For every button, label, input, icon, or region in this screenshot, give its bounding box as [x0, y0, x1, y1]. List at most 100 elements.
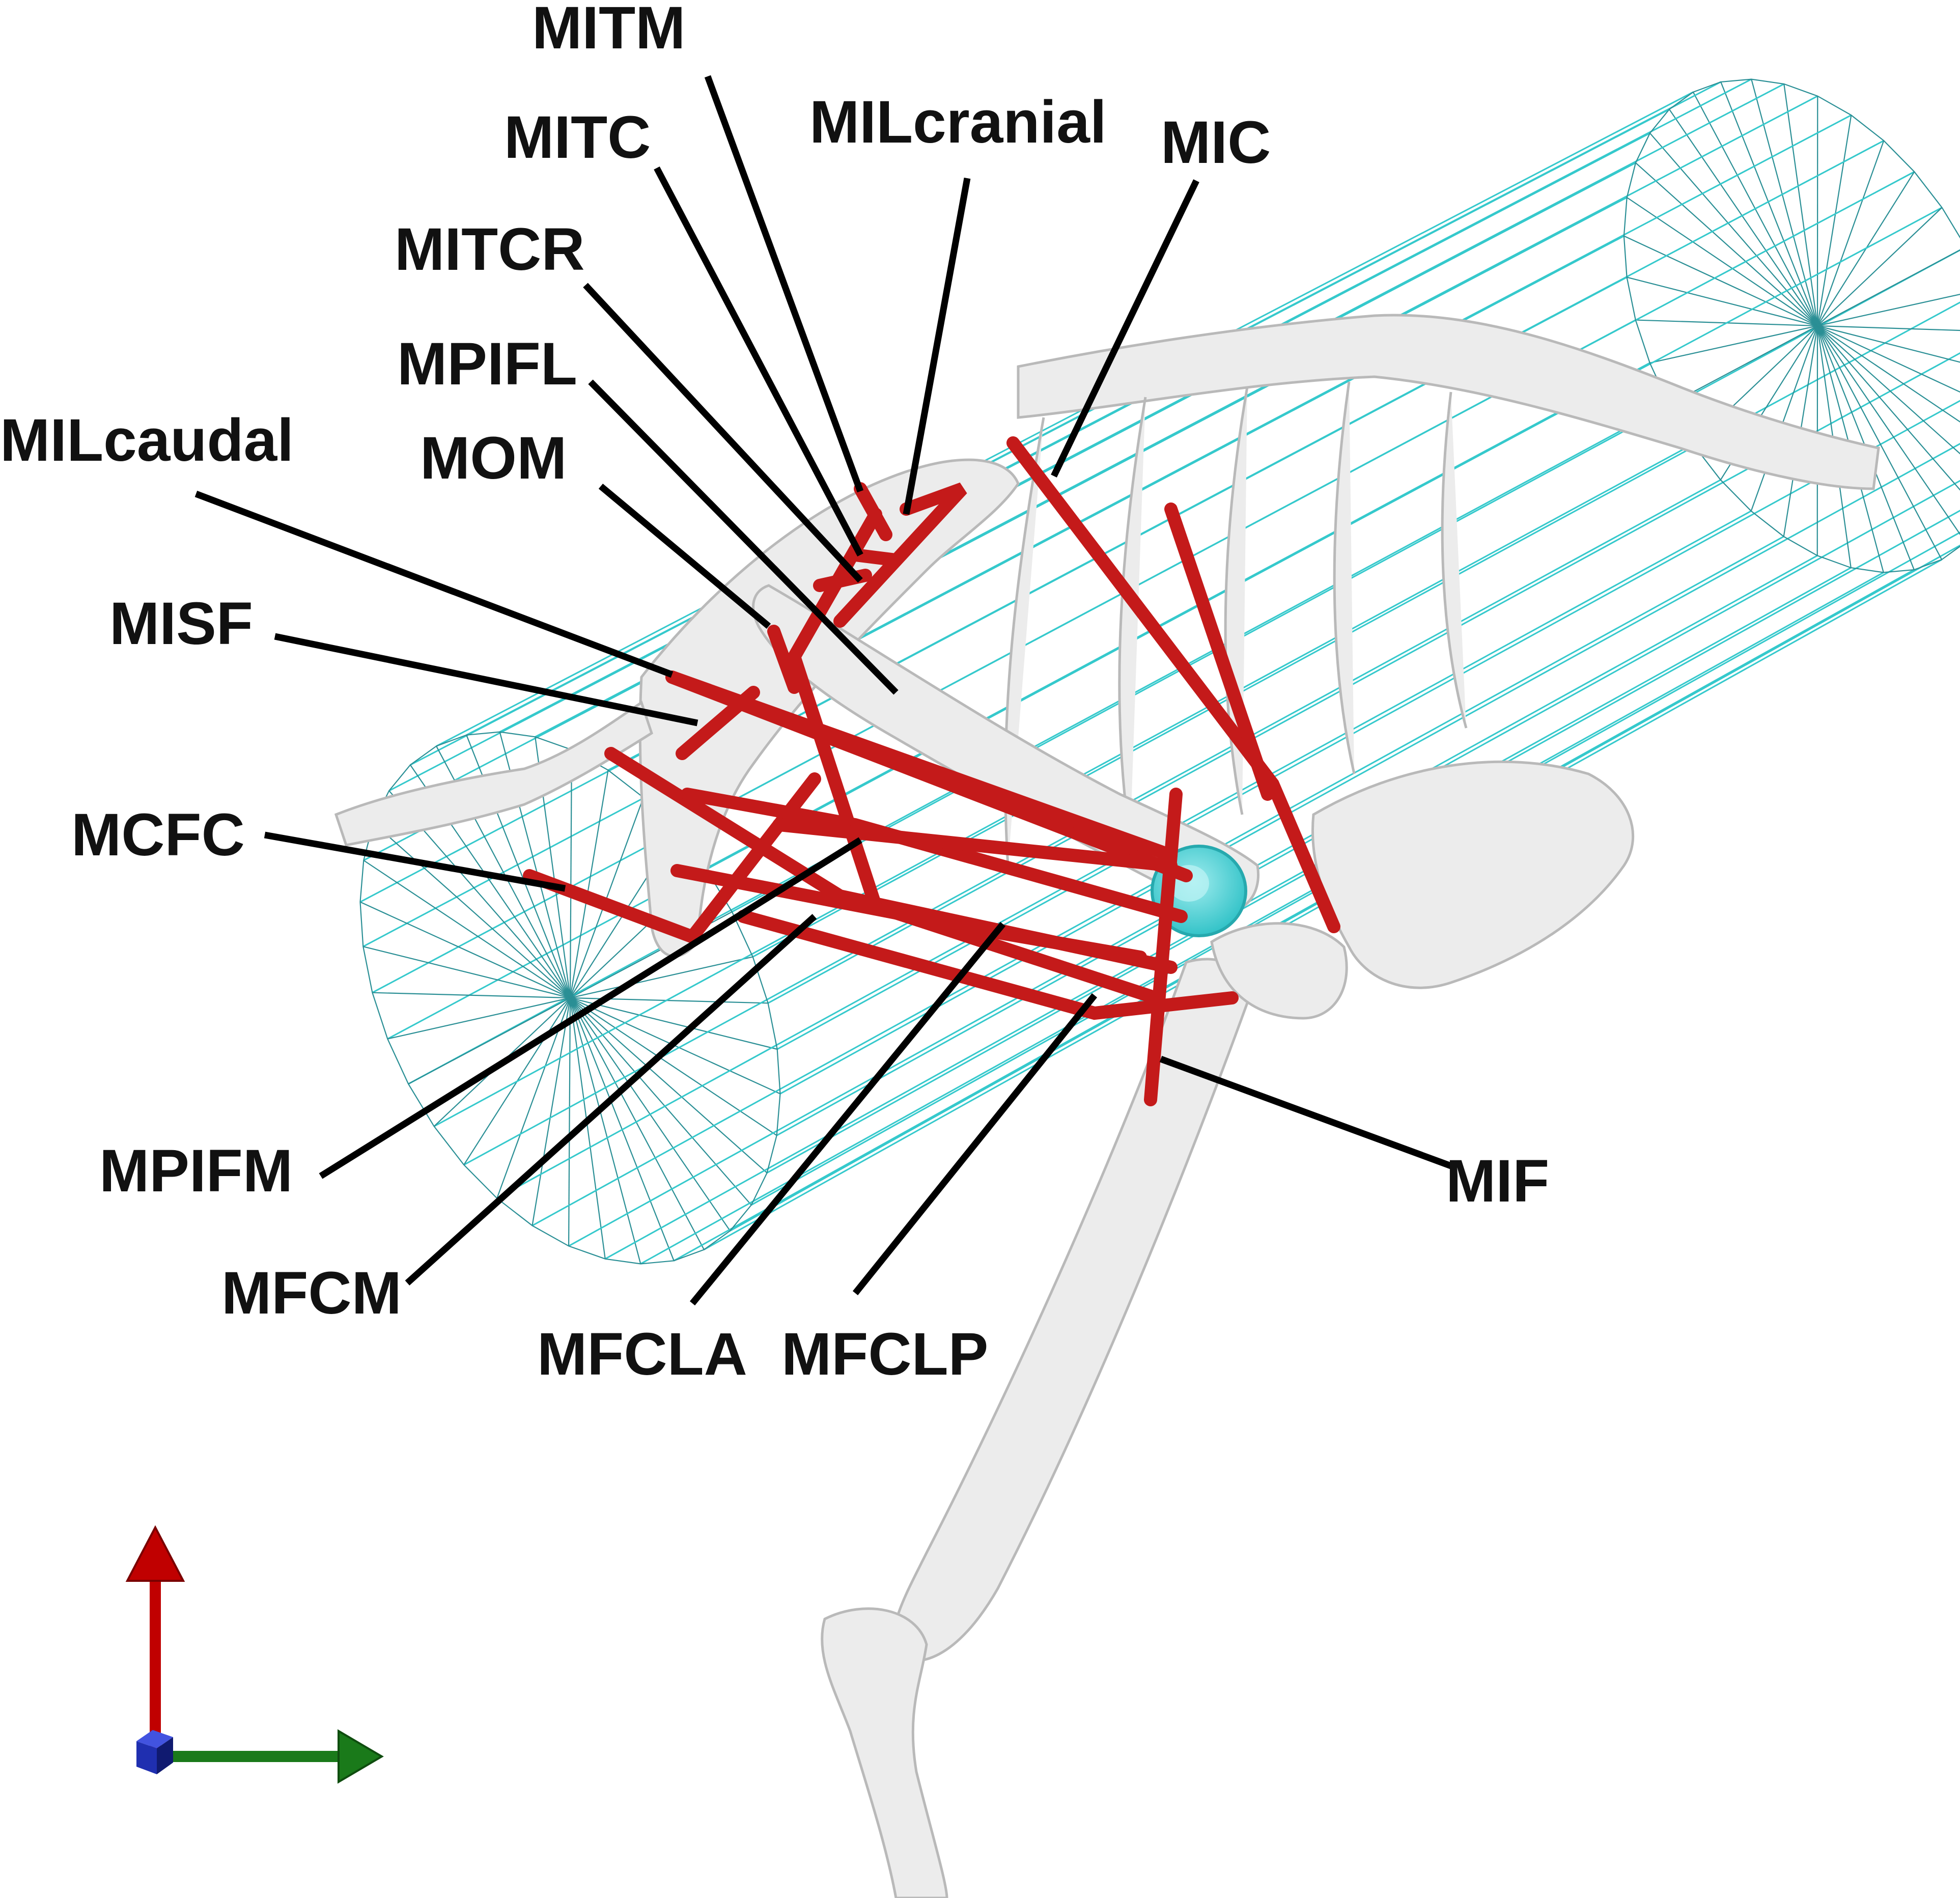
- muscle-path-ventral: [772, 818, 1178, 872]
- skeleton: [334, 314, 1880, 1898]
- pubis-bone: [1311, 760, 1635, 989]
- axis-vertical-arrowhead: [125, 1525, 185, 1582]
- cylinder-near-cap-spoke: [570, 997, 768, 1174]
- orientation-axes: [125, 1525, 384, 1784]
- cylinder-near-cap-rim: [359, 731, 781, 1265]
- cylinder-near-cap-spoke: [570, 997, 777, 1136]
- label-mfcla: MFCLA: [537, 1321, 747, 1388]
- leader-line-mfclp: [852, 993, 1098, 1296]
- muscle-path-mpifl: [787, 508, 1162, 1004]
- cylinder-far-cap-spoke: [1817, 207, 1943, 326]
- leader-line-mfcla: [689, 922, 1006, 1306]
- cylinder-far-cap-spoke: [1816, 115, 1852, 326]
- labels: MITM MITC MILcranial MIC MITCR MPIFL MIL…: [0, 0, 1549, 1388]
- axis-depth-cube-top: [136, 1730, 173, 1748]
- cylinder-near-cap-spoke: [363, 859, 571, 998]
- rib-5: [1441, 392, 1468, 729]
- cylinder-far-cap-spoke: [1817, 325, 1960, 423]
- label-mic: MIC: [1161, 109, 1271, 176]
- cylinder-near-cap-spoke: [568, 997, 571, 1246]
- leader-line-mic: [1051, 179, 1199, 478]
- cylinder-far-cap-spoke: [1817, 249, 1960, 326]
- leader-line-mpifm: [319, 837, 862, 1179]
- cylinder-near-cap-spoke: [569, 770, 609, 998]
- cylinder-near-cap-spoke: [531, 997, 571, 1226]
- muscle-path-mic-2: [1164, 503, 1274, 801]
- caudal-vertebrae: [334, 701, 653, 847]
- leader-line-milcranial: [903, 177, 971, 515]
- cylinder-generator-line: [408, 404, 1670, 1085]
- rib-4: [1333, 381, 1356, 774]
- cylinder-near-cap-spoke: [569, 997, 606, 1259]
- cylinder-near-cap-spoke: [569, 749, 573, 998]
- cylinder-far-cap-spoke: [1816, 140, 1885, 326]
- cylinder-near-cap-spoke: [360, 901, 571, 999]
- label-mfclp: MFCLP: [781, 1321, 988, 1388]
- cylinder-far-cap-spoke: [1783, 83, 1818, 326]
- leader-line-mcfc: [264, 831, 566, 892]
- cylinder-far-cap-spoke: [1817, 325, 1960, 363]
- cylinder-generator-line: [643, 139, 1884, 798]
- cylinder-far-cap-spoke: [1627, 276, 1818, 327]
- cylinder-near-cap-spoke: [569, 997, 641, 1264]
- leader-line-milcaudal: [194, 490, 674, 678]
- leader-line-misf: [274, 633, 698, 727]
- cylinder-near-cap-spoke: [372, 992, 571, 999]
- muscle-path-mic: [1006, 436, 1340, 933]
- label-mpifl: MPIFL: [397, 330, 577, 398]
- vertebral-column: [1017, 314, 1880, 490]
- cylinder-far-cap-spoke: [1817, 325, 1943, 560]
- leader-line-mitcr: [583, 283, 863, 583]
- muscle-path-mcfc: [523, 772, 821, 945]
- label-milcaudal: MILcaudal: [0, 407, 294, 474]
- label-mitcr: MITCR: [395, 216, 585, 283]
- cylinder-near-cap-spoke: [373, 822, 571, 998]
- cylinder-far-cap-spoke: [1750, 325, 1818, 512]
- tibiotarsus-bone: [892, 958, 1249, 1662]
- cylinder-far-cap-spoke: [1720, 81, 1818, 326]
- label-mfcm: MFCM: [221, 1260, 402, 1327]
- leader-line-mitm: [704, 75, 864, 493]
- muscle-path-milcranial: [833, 482, 967, 628]
- label-misf: MISF: [109, 590, 253, 657]
- cylinder-near-cap-spoke: [570, 997, 777, 1050]
- label-mif: MIF: [1446, 1148, 1549, 1215]
- axis-horizontal-arrowhead: [338, 1729, 384, 1784]
- muscle-path-mif: [1144, 788, 1183, 1106]
- muscle-path-mfcm: [681, 788, 1188, 923]
- leader-line-mpifl: [588, 379, 899, 695]
- cylinder-generator-line: [640, 572, 1884, 1265]
- rib-2: [1118, 397, 1147, 841]
- label-mcfc: MCFC: [71, 801, 245, 869]
- axis-depth-cube-right: [157, 1737, 173, 1774]
- cylinder-near-cap-spoke: [570, 956, 753, 999]
- muscle-path-mfclp: [737, 910, 1239, 1020]
- label-mitc: MITC: [504, 104, 651, 171]
- cylinder-far-cap-spoke: [1817, 325, 1960, 331]
- cylinder-far-cap-spoke: [1817, 325, 1960, 455]
- muscle-path-mom: [767, 625, 801, 694]
- tarsometatarsus-bone: [821, 1607, 948, 1898]
- muscle-path-mitc: [849, 548, 903, 567]
- label-mitm: MITM: [532, 0, 685, 62]
- cylinder-far-cap-spoke: [1817, 293, 1960, 327]
- leader-line-mitc: [654, 166, 863, 557]
- leader-line-mom: [598, 484, 771, 629]
- axis-depth-cube-left: [136, 1741, 157, 1774]
- cylinder-generator-line: [436, 91, 1694, 747]
- cylinder-near-cap-spoke: [387, 997, 571, 1040]
- cylinder-far-cap-spoke: [1623, 235, 1818, 326]
- cylinder-far-cap-spoke: [1817, 325, 1960, 536]
- cylinder-far-cap-spoke: [1817, 325, 1960, 491]
- cylinder-near-cap-spoke: [570, 997, 752, 1206]
- leader-line-mfcm: [405, 914, 817, 1286]
- cylinder-far-cap-spoke: [1635, 162, 1818, 326]
- cylinder-near-cap-spoke: [408, 997, 571, 1084]
- muscle-path-dorsal-1: [665, 671, 1178, 862]
- label-mom: MOM: [420, 425, 567, 492]
- cylinder-far-cap-spoke: [1817, 325, 1960, 393]
- label-milcranial: MILcranial: [809, 89, 1107, 156]
- cylinder-far-cap-spoke: [1649, 325, 1818, 364]
- label-mpifm: MPIFM: [99, 1137, 293, 1205]
- cylinder-far-cap-spoke: [1649, 132, 1818, 326]
